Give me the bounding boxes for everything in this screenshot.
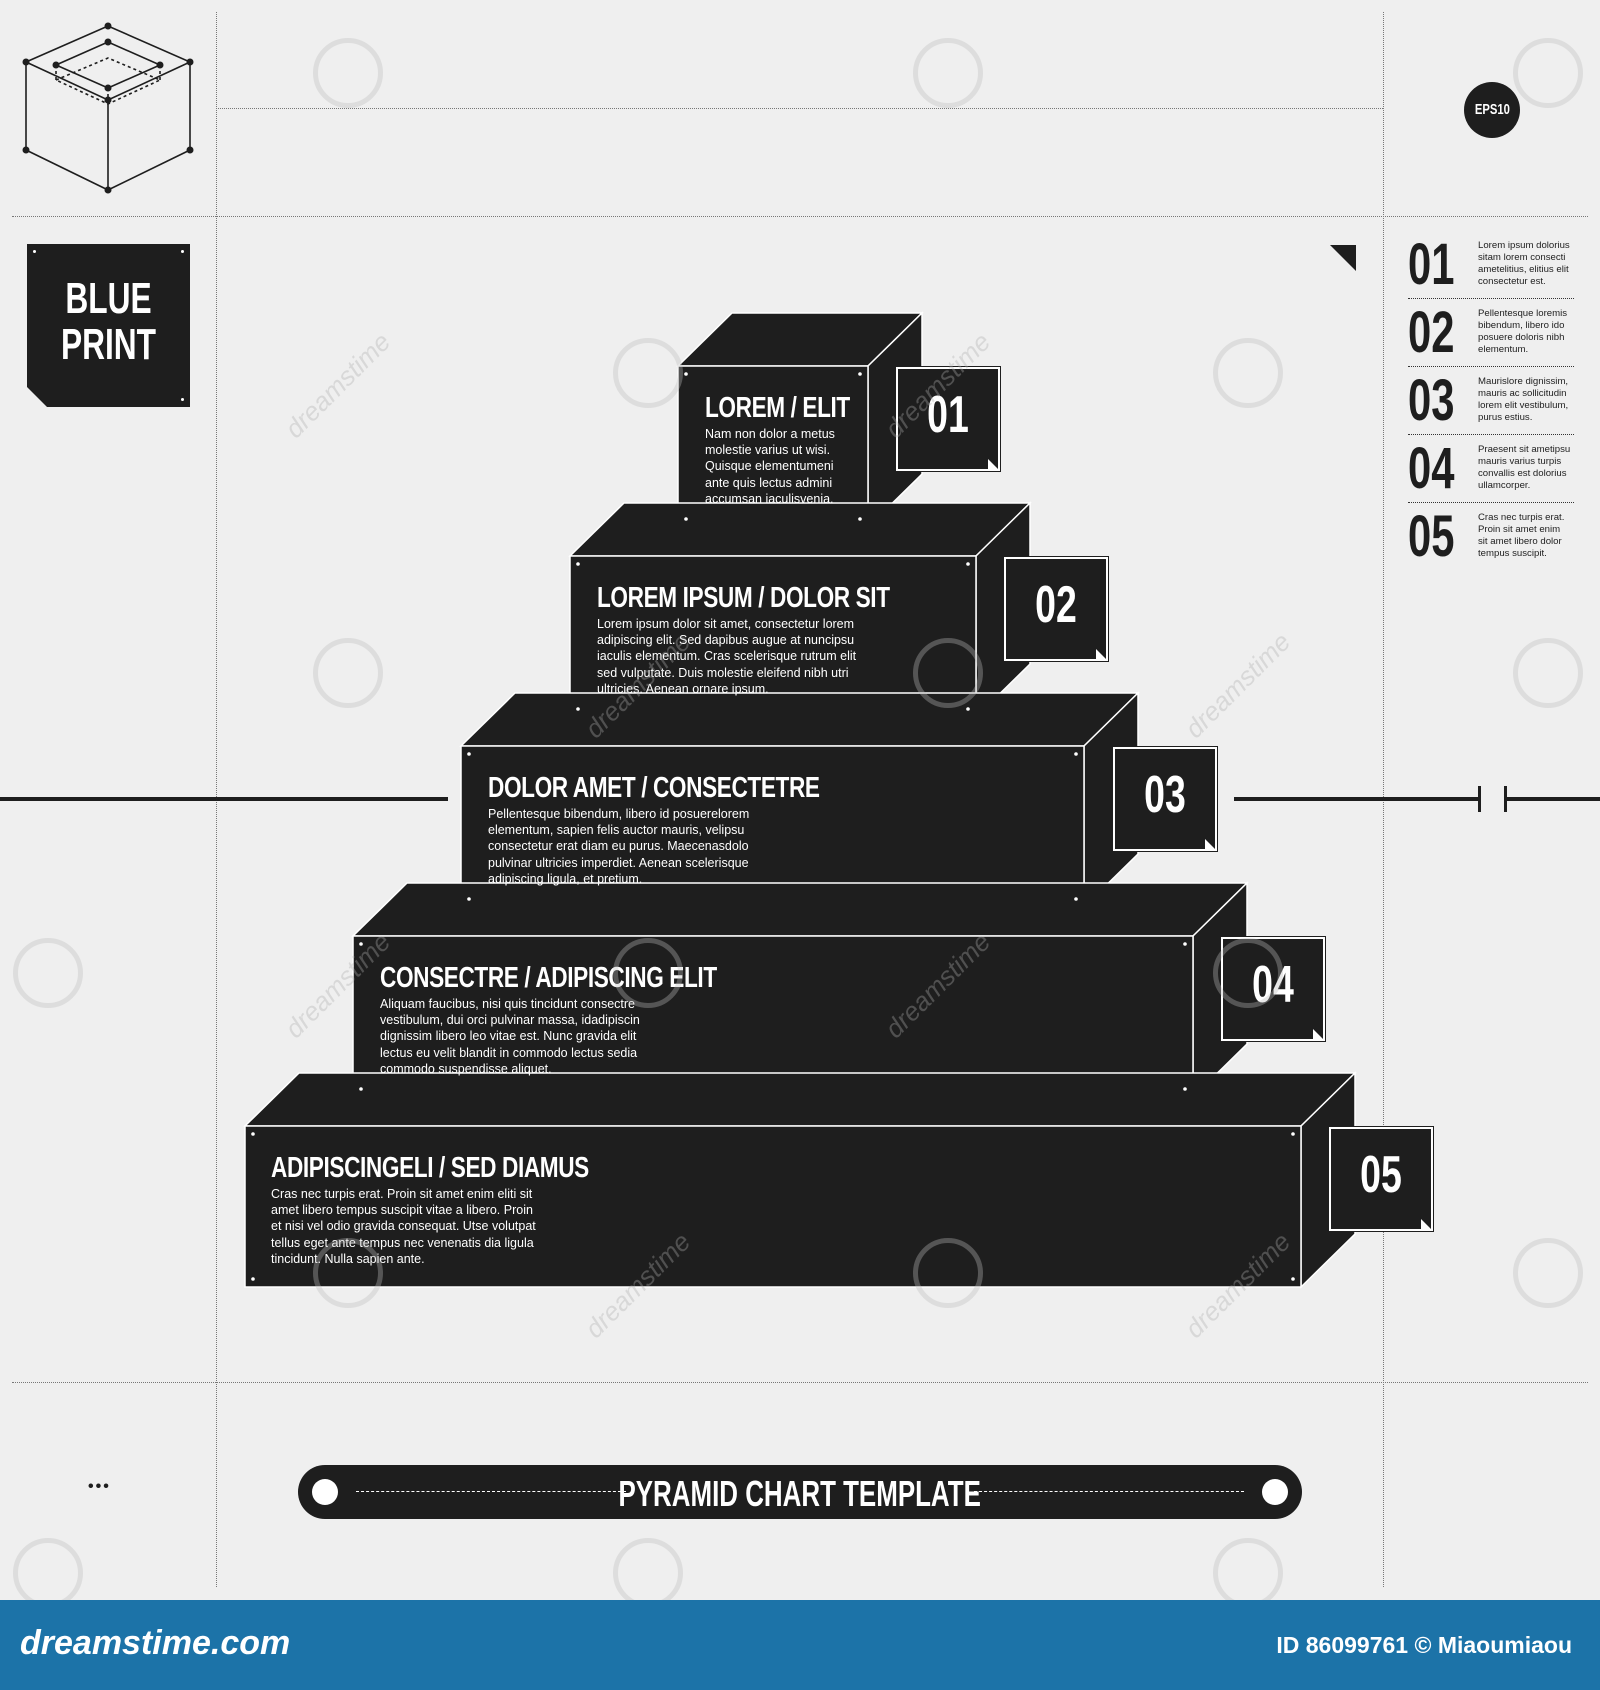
watermark-spiral-icon bbox=[313, 1238, 383, 1308]
watermark-spiral-icon bbox=[1513, 38, 1583, 108]
tier-1-body: Nam non dolor a metus molestie varius ut… bbox=[705, 427, 835, 506]
footer-title-pill: PYRAMID CHART TEMPLATE bbox=[298, 1465, 1302, 1519]
tier-4-top-face bbox=[351, 882, 1249, 937]
tier-4-body: Aliquam faucibus, nisi quis tincidunt co… bbox=[380, 997, 640, 1076]
axis-tick-a bbox=[1478, 786, 1481, 812]
tier-4-title: CONSECTRE / ADIPISCING ELIT bbox=[380, 962, 717, 994]
banner-image-id: ID 86099761 © Miaoumiaou bbox=[1276, 1632, 1572, 1658]
side-item-1-text: Lorem ipsum dolorius sitam lorem consect… bbox=[1478, 240, 1570, 287]
axis-line-right-end bbox=[1504, 797, 1600, 801]
watermark-spiral-icon bbox=[613, 1538, 683, 1608]
tier-2-front-face bbox=[569, 555, 977, 718]
side-separator bbox=[1408, 366, 1574, 367]
pill-left-dot bbox=[312, 1479, 338, 1505]
eps-badge: EPS10 bbox=[1464, 82, 1520, 138]
tier-1-number-box: 01 bbox=[895, 366, 1001, 472]
watermark-spiral-icon bbox=[13, 1538, 83, 1608]
watermark-spiral-icon bbox=[1513, 638, 1583, 708]
tier-2-number-box: 02 bbox=[1003, 556, 1109, 662]
side-separator bbox=[1408, 298, 1574, 299]
axis-line-left bbox=[0, 797, 448, 801]
watermark-spiral-icon bbox=[313, 638, 383, 708]
tier-5-number-box: 05 bbox=[1328, 1126, 1434, 1232]
side-item-3-number: 03 bbox=[1408, 368, 1455, 433]
badge-page-curl bbox=[27, 387, 47, 407]
side-item-4-text: Praesent sit ametipsu mauris varius turp… bbox=[1478, 444, 1571, 491]
guide-line-header bbox=[12, 216, 1588, 217]
stock-banner: dreamstime.com ID 86099761 © Miaoumiaou bbox=[0, 1600, 1600, 1690]
tier-4-front-face bbox=[352, 935, 1194, 1098]
tier-3-front-face bbox=[460, 745, 1085, 908]
tier-2-title: LOREM IPSUM / DOLOR SIT bbox=[597, 582, 890, 614]
badge-line2: PRINT bbox=[60, 320, 157, 369]
watermark-spiral-icon bbox=[1213, 338, 1283, 408]
axis-line-right bbox=[1234, 797, 1480, 801]
watermark-spiral-icon bbox=[613, 938, 683, 1008]
tier-2-top-face bbox=[568, 502, 1032, 557]
tier-5-top-face bbox=[243, 1072, 1357, 1127]
watermark-spiral-icon bbox=[313, 38, 383, 108]
watermark-spiral-icon bbox=[913, 38, 983, 108]
blueprint-badge: BLUE PRINT bbox=[27, 244, 190, 407]
watermark-spiral-icon bbox=[13, 938, 83, 1008]
tier-5-front-face bbox=[244, 1125, 1302, 1288]
corner-marker bbox=[1330, 245, 1356, 271]
ellipsis-dots: ••• bbox=[88, 1478, 111, 1495]
side-separator bbox=[1408, 502, 1574, 503]
tier-5-body: Cras nec turpis erat. Proin sit amet eni… bbox=[271, 1187, 536, 1266]
guide-line-top bbox=[216, 108, 1383, 109]
tier-3-number-box: 03 bbox=[1112, 746, 1218, 852]
side-item-2-text: Pellentesque loremis bibendum, libero id… bbox=[1478, 308, 1568, 355]
tier-5-title: ADIPISCINGELI / SED DIAMUS bbox=[271, 1152, 589, 1184]
side-item-2-number: 02 bbox=[1408, 300, 1455, 365]
side-item-5-number: 05 bbox=[1408, 504, 1455, 569]
guide-line-footer bbox=[12, 1382, 1588, 1383]
side-item-1-number: 01 bbox=[1408, 232, 1455, 297]
badge-line1: BLUE bbox=[65, 274, 152, 323]
watermark-spiral-icon bbox=[913, 638, 983, 708]
tier-1-title: LOREM / ELIT bbox=[705, 392, 850, 424]
pill-right-arrow-line bbox=[974, 1491, 1244, 1492]
tier-3-title: DOLOR AMET / CONSECTETRE bbox=[488, 772, 820, 804]
wireframe-cube-icon bbox=[22, 22, 194, 194]
watermark-spiral-icon bbox=[913, 1238, 983, 1308]
watermark-spiral-icon bbox=[1213, 938, 1283, 1008]
side-separator bbox=[1408, 434, 1574, 435]
watermark-spiral-icon bbox=[1213, 1538, 1283, 1608]
tier-1-front-face bbox=[677, 365, 869, 528]
tier-2-body: Lorem ipsum dolor sit amet, consectetur … bbox=[597, 617, 857, 696]
side-item-5-text: Cras nec turpis erat. Proin sit amet eni… bbox=[1478, 512, 1565, 559]
pill-left-arrow-line bbox=[356, 1491, 626, 1492]
watermark-spiral-icon bbox=[1513, 1238, 1583, 1308]
side-item-3-text: Maurislore dignissim, mauris ac sollicit… bbox=[1478, 376, 1569, 423]
watermark-spiral-icon bbox=[613, 338, 683, 408]
tier-3-top-face bbox=[459, 692, 1140, 747]
pill-right-dot bbox=[1262, 1479, 1288, 1505]
footer-title: PYRAMID CHART TEMPLATE bbox=[618, 1473, 982, 1514]
banner-brand: dreamstime.com bbox=[20, 1624, 291, 1662]
side-item-4-number: 04 bbox=[1408, 436, 1455, 501]
tier-3-body: Pellentesque bibendum, libero id posuere… bbox=[488, 807, 750, 886]
